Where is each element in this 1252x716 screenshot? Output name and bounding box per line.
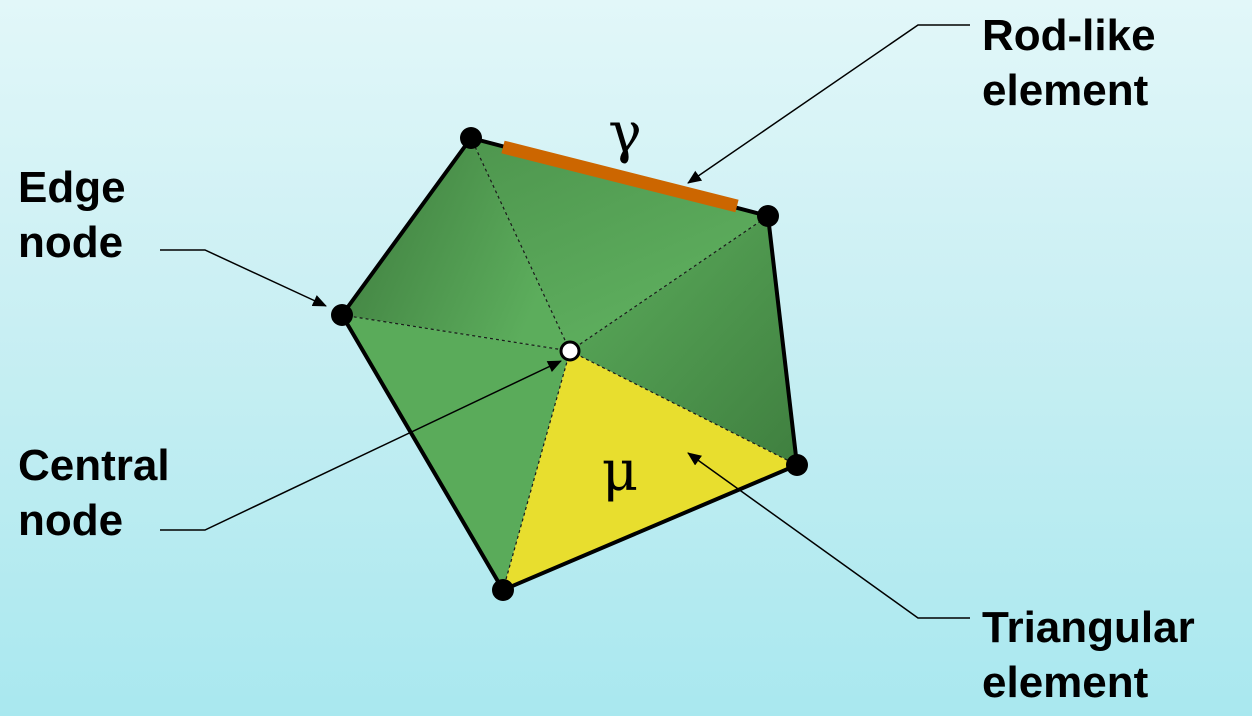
- gamma-symbol: γ: [608, 101, 641, 166]
- triangular-element: [503, 351, 797, 590]
- rod-like-leader-line: [687, 24, 970, 184]
- central-node-label-line1: Central: [18, 441, 170, 490]
- edge-node-dot: [460, 127, 482, 149]
- triangular-element-label-line1: Triangular: [982, 603, 1195, 652]
- right-triangle: [570, 216, 797, 465]
- internal-mesh-edges: [341, 137, 798, 591]
- mu-symbol: μ: [602, 439, 638, 504]
- triangular-element-label: Triangular element: [982, 600, 1195, 710]
- edge-node-label-line1: Edge: [18, 163, 126, 212]
- rod-like-element-label-line2: element: [982, 66, 1149, 115]
- edge-node-label-line2: node: [18, 218, 124, 267]
- edge-node-label: Edge node: [18, 160, 126, 270]
- central-node-leader-line: [160, 360, 562, 531]
- edge-node-dot: [786, 454, 808, 476]
- edge-node-dot: [757, 205, 779, 227]
- edge-node-dot: [331, 304, 353, 326]
- edge-nodes: [331, 127, 808, 601]
- central-node-dot: [559, 340, 581, 362]
- rod-like-element-label: Rod-like element: [982, 8, 1156, 118]
- rod-like-element-label-line1: Rod-like: [982, 11, 1156, 60]
- edge-node-leader-line: [160, 249, 327, 307]
- central-node-label: Central node: [18, 438, 170, 548]
- central-node-label-line2: node: [18, 496, 124, 545]
- triangular-leader-line: [687, 452, 970, 619]
- rod-like-element-bar: [501, 140, 739, 213]
- edge-node-dot: [492, 579, 514, 601]
- triangular-element-label-line2: element: [982, 658, 1149, 707]
- upper-left-triangle: [342, 138, 570, 351]
